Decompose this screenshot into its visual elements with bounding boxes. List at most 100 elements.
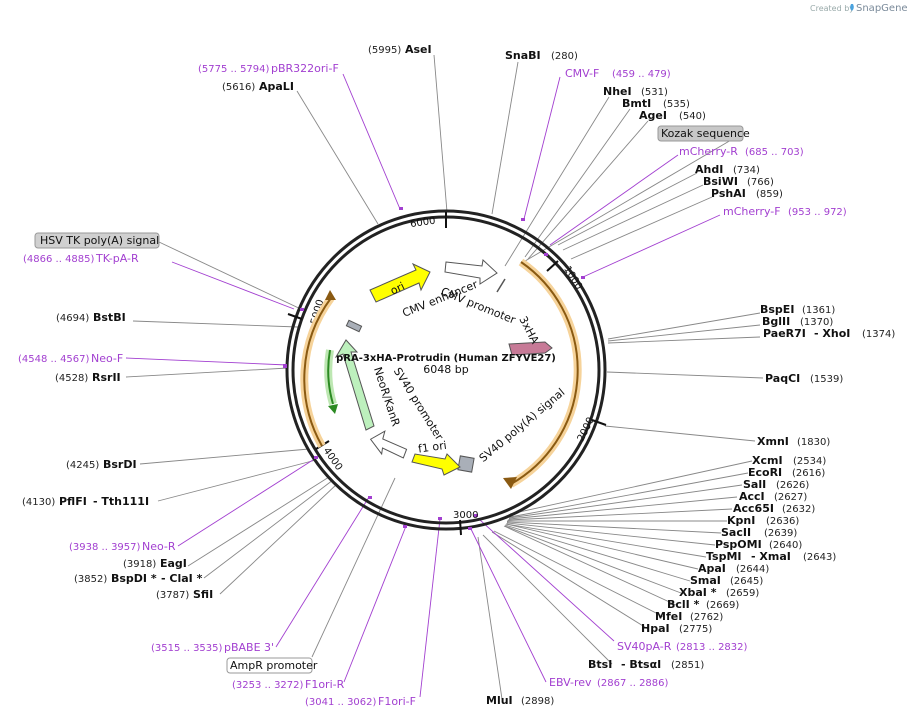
site-sfii[interactable]: SfiI bbox=[193, 588, 213, 601]
site-pos-pspomi: (2640) bbox=[769, 540, 802, 551]
green-arc-arrowhead bbox=[328, 404, 338, 414]
site-bglii[interactable]: BglII bbox=[762, 315, 790, 328]
primer-mcherryr[interactable]: mCherry-R bbox=[679, 145, 738, 158]
primer-f1orir[interactable]: F1ori-R bbox=[305, 678, 345, 691]
primer-neof[interactable]: Neo-F bbox=[91, 352, 123, 365]
site-ahdi[interactable]: AhdI bbox=[695, 163, 723, 176]
neo-feature[interactable] bbox=[334, 339, 375, 431]
ampr-promoter-box[interactable]: AmpR promoter bbox=[226, 657, 318, 674]
site-bmti[interactable]: BmtI bbox=[622, 97, 651, 110]
f1-ori-feature[interactable] bbox=[411, 453, 461, 476]
site-sali[interactable]: SalI bbox=[743, 478, 766, 491]
ori-label: ori bbox=[388, 280, 407, 298]
site-tspmi[interactable]: TspMI bbox=[706, 550, 742, 563]
site-hpai[interactable]: HpaI bbox=[641, 622, 670, 635]
primer-tkpa[interactable]: TK-pA-R bbox=[95, 252, 139, 265]
primer-pos-neor: (3938 .. 3957) bbox=[69, 542, 141, 553]
site-pos-btsi: (2851) bbox=[671, 660, 704, 671]
site-clai[interactable]: - ClaI * bbox=[161, 572, 203, 585]
site-bcli[interactable]: BclI * bbox=[667, 598, 700, 611]
site-paqci[interactable]: PaqCI bbox=[765, 372, 800, 385]
hsv-tk-polya-box[interactable]: HSV TK poly(A) signal bbox=[34, 232, 160, 249]
primer-pbabe[interactable]: pBABE 3' bbox=[224, 641, 274, 654]
sv40-polya-feature[interactable] bbox=[457, 455, 475, 473]
site-pos-bsrdi: (4245) bbox=[66, 460, 99, 471]
site-kpni[interactable]: KpnI bbox=[727, 514, 755, 527]
site-bsiwi[interactable]: BsiWI bbox=[703, 175, 738, 188]
site-pshai[interactable]: PshAI bbox=[711, 187, 746, 200]
site-xmni[interactable]: XmnI bbox=[757, 435, 789, 448]
site-xmai[interactable]: - XmaI bbox=[751, 550, 791, 563]
site-pos-bstbi: (4694) bbox=[56, 313, 89, 324]
site-pos-asei: (5995) bbox=[368, 45, 401, 56]
site-sacii[interactable]: SacII bbox=[721, 526, 751, 539]
site-apali[interactable]: ApaLI bbox=[259, 80, 294, 93]
site-pos-kpni: (2636) bbox=[766, 516, 799, 527]
tick-3000: 3000 bbox=[453, 510, 478, 521]
green-arc bbox=[327, 349, 334, 405]
primer-ebv[interactable]: EBV-rev bbox=[549, 676, 592, 689]
site-btsai[interactable]: - BtsαI bbox=[621, 658, 661, 671]
site-pos-paqci: (1539) bbox=[810, 374, 843, 385]
site-pos-bcli: (2669) bbox=[706, 600, 739, 611]
backbone-outer bbox=[285, 209, 607, 531]
sv40-polya-label: SV40 poly(A) signal bbox=[477, 386, 568, 465]
site-snabi[interactable]: SnaBI bbox=[505, 49, 541, 62]
site-bstbi[interactable]: BstBI bbox=[93, 311, 126, 324]
site-leader-lines bbox=[125, 54, 764, 700]
snapgene-logo-icon bbox=[850, 4, 854, 11]
site-rsrii[interactable]: RsrII bbox=[92, 371, 121, 384]
site-bspdi[interactable]: BspDI * bbox=[111, 572, 157, 585]
kozak-sequence-box[interactable]: Kozak sequence bbox=[657, 125, 750, 142]
site-tth111i[interactable]: - Tth111I bbox=[93, 495, 149, 508]
site-paer7i[interactable]: PaeR7I bbox=[763, 327, 806, 340]
site-acc65i[interactable]: Acc65I bbox=[733, 502, 774, 515]
f1-ori-label: f1 ori bbox=[417, 439, 447, 456]
site-xhoi[interactable]: - XhoI bbox=[814, 327, 850, 340]
primer-neor[interactable]: Neo-R bbox=[142, 540, 176, 553]
ori-feature[interactable] bbox=[369, 262, 431, 303]
site-btsi[interactable]: BtsI bbox=[588, 658, 612, 671]
primer-f1orif[interactable]: F1ori-F bbox=[378, 695, 416, 708]
site-mlui[interactable]: MluI bbox=[486, 694, 513, 707]
site-pflfi[interactable]: PflFI bbox=[59, 495, 87, 508]
sv40-promoter-feature[interactable] bbox=[369, 429, 409, 459]
hsv-polya-feature[interactable] bbox=[345, 319, 363, 333]
cmv-enhancer-feature[interactable] bbox=[444, 259, 498, 285]
site-mfei[interactable]: MfeI bbox=[655, 610, 682, 623]
tag-3xha-feature[interactable] bbox=[508, 341, 553, 356]
site-acci[interactable]: AccI bbox=[739, 490, 765, 503]
site-xbai[interactable]: XbaI * bbox=[679, 586, 717, 599]
site-pos-bmti: (535) bbox=[663, 99, 690, 110]
site-agei[interactable]: AgeI bbox=[639, 109, 667, 122]
site-pos-rsrii: (4528) bbox=[55, 373, 88, 384]
site-bsrdi[interactable]: BsrDI bbox=[103, 458, 137, 471]
site-pos-pflfi: (4130) bbox=[22, 497, 55, 508]
site-ecori[interactable]: EcoRI bbox=[748, 466, 782, 479]
site-pos-xcmi: (2534) bbox=[793, 456, 826, 467]
site-asei[interactable]: AseI bbox=[405, 43, 432, 56]
tick-4000: 4000 bbox=[321, 446, 345, 473]
primer-pos-sv40par: (2813 .. 2832) bbox=[676, 642, 748, 653]
site-apai[interactable]: ApaI bbox=[698, 562, 726, 575]
site-eagi[interactable]: EagI bbox=[160, 557, 187, 570]
primer-pos-f1orif: (3041 .. 3062) bbox=[305, 697, 377, 708]
site-pspomi[interactable]: PspOMI bbox=[715, 538, 762, 551]
primer-pbr322[interactable]: pBR322ori-F bbox=[271, 62, 339, 75]
site-pos-bspdi: (3852) bbox=[74, 574, 107, 585]
site-pos-pshai: (859) bbox=[756, 189, 783, 200]
cmv-promoter-feature[interactable] bbox=[496, 278, 506, 293]
ampr-promoter-label: AmpR promoter bbox=[230, 659, 318, 672]
site-smai[interactable]: SmaI bbox=[690, 574, 721, 587]
tag-label: 3xHA bbox=[516, 314, 541, 346]
site-pos-hpai: (2775) bbox=[679, 624, 712, 635]
map-title: pRA-3xHA-Protrudin (Human ZFYVE27) bbox=[336, 353, 556, 364]
primer-cmvf[interactable]: CMV-F bbox=[565, 67, 599, 80]
primer-mcherryf[interactable]: mCherry-F bbox=[723, 205, 781, 218]
site-bspei[interactable]: BspEI bbox=[760, 303, 794, 316]
site-nhei[interactable]: NheI bbox=[603, 85, 632, 98]
map-size: 6048 bp bbox=[423, 363, 468, 376]
site-xcmi[interactable]: XcmI bbox=[752, 454, 783, 467]
primer-sv40par[interactable]: SV40pA-R bbox=[617, 640, 672, 653]
